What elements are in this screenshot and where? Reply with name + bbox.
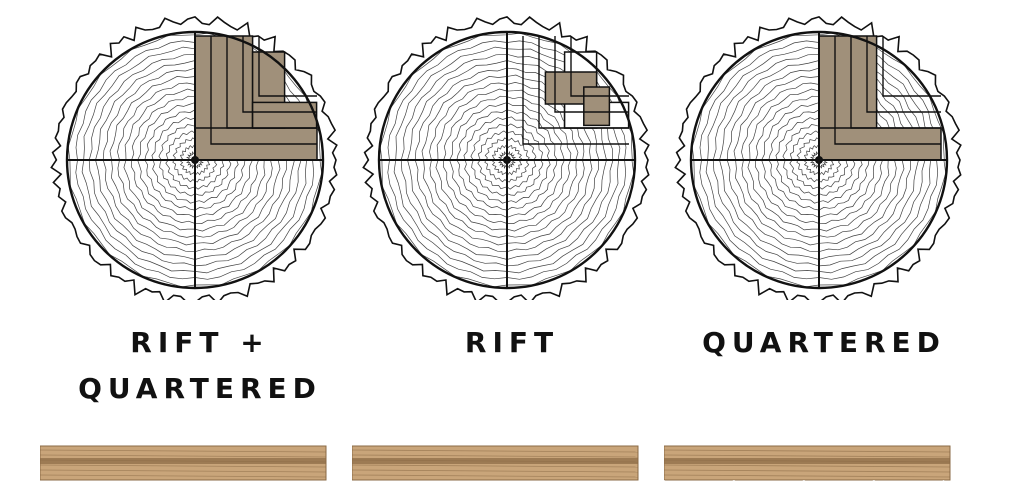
panel-quartered: QUARTERED	[664, 0, 984, 493]
log-diagram-quartered-icon	[674, 16, 962, 300]
board-profile-icon	[40, 445, 327, 481]
board-profile-icon	[664, 445, 951, 490]
log-diagram-rift-quartered-icon	[50, 16, 338, 300]
cut-label: RIFT + QUARTERED	[78, 326, 322, 405]
panel-rift: RIFT	[352, 0, 672, 493]
cut-label: QUARTERED	[702, 326, 946, 359]
board-profile-icon	[352, 445, 639, 481]
panel-rift-quartered: RIFT + QUARTERED	[40, 0, 360, 493]
cut-label: RIFT	[464, 326, 560, 359]
log-diagram-rift-icon	[362, 16, 650, 300]
